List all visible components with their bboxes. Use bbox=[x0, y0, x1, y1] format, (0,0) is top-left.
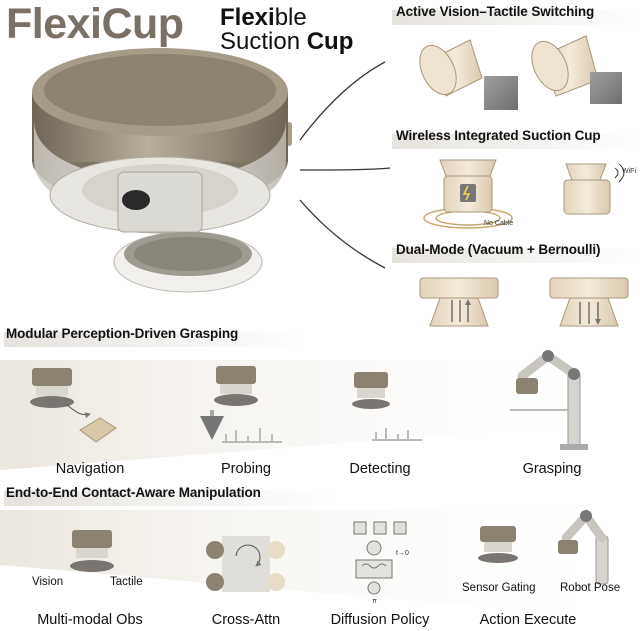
e2e-header-bar bbox=[4, 491, 334, 506]
subtitle-rest-2: Suction bbox=[220, 28, 307, 55]
grasp-robot-arm bbox=[510, 350, 588, 450]
e2e-header: End-to-End Contact-Aware Manipulation bbox=[6, 485, 261, 500]
step-probing: Probing bbox=[221, 461, 271, 477]
diffusion-policy-diagram bbox=[353, 521, 407, 595]
wireless-wifi-cup bbox=[563, 163, 625, 215]
charging-icon bbox=[460, 184, 476, 202]
subtitle-bold-2: Cup bbox=[306, 28, 354, 55]
cross-attn-diagram bbox=[206, 536, 285, 592]
fan-lines bbox=[299, 61, 391, 269]
hero-suction-cup bbox=[32, 48, 292, 293]
obs-gripper bbox=[70, 530, 114, 572]
subtitle-line-2: Suction Cup bbox=[220, 30, 353, 54]
t-label: t→0 bbox=[396, 550, 409, 557]
robot-pose-label: Robot Pose bbox=[560, 582, 621, 594]
switching-cup-right bbox=[531, 35, 622, 104]
vision-label: Vision bbox=[32, 576, 64, 588]
figure-title: FlexiCup bbox=[6, 0, 184, 48]
wifi-icon bbox=[614, 163, 625, 183]
subtitle-bold-1: Flexi bbox=[220, 4, 275, 31]
target-block-right bbox=[590, 72, 622, 104]
switching-cup-left bbox=[419, 39, 518, 110]
dual-header: Dual-Mode (Vacuum + Bernoulli) bbox=[396, 242, 601, 257]
vacuum-mode-cup bbox=[419, 277, 499, 327]
switching-header-bar bbox=[392, 10, 638, 25]
step-grasping: Grasping bbox=[522, 461, 582, 477]
detect-gripper bbox=[352, 372, 422, 441]
dual-header-bar bbox=[392, 248, 638, 263]
switching-header: Active Vision–Tactile Switching bbox=[396, 4, 595, 19]
no-cable-label: No Cable bbox=[484, 220, 514, 227]
wireless-charging-cup bbox=[423, 159, 513, 229]
sensor-gating-label: Sensor Gating bbox=[462, 582, 536, 594]
wireless-header-bar bbox=[392, 134, 638, 149]
target-object bbox=[79, 417, 117, 443]
modular-band bbox=[0, 360, 640, 470]
bernoulli-mode-cup bbox=[549, 277, 629, 326]
step-action-execute: Action Execute bbox=[479, 612, 577, 628]
action-gripper bbox=[478, 526, 518, 563]
step-diffusion-policy: Diffusion Policy bbox=[330, 612, 430, 628]
tactile-label: Tactile bbox=[110, 576, 143, 588]
probe-gripper bbox=[200, 366, 282, 443]
wifi-label: WiFi bbox=[622, 168, 636, 175]
modular-header-bar bbox=[4, 332, 304, 347]
step-detecting: Detecting bbox=[349, 461, 411, 477]
camera-lens bbox=[122, 190, 150, 210]
pi-label: π bbox=[372, 598, 377, 605]
subtitle-line-1: Flexible bbox=[220, 6, 307, 30]
target-block-left bbox=[484, 76, 518, 110]
step-cross-attn: Cross-Attn bbox=[211, 612, 281, 628]
step-navigation: Navigation bbox=[55, 461, 125, 477]
nav-gripper bbox=[30, 368, 117, 443]
modular-header: Modular Perception-Driven Grasping bbox=[6, 326, 239, 341]
subtitle-rest-1: ble bbox=[274, 4, 307, 31]
step-multimodal-obs: Multi-modal Obs bbox=[37, 612, 143, 628]
action-robot-arm bbox=[558, 508, 609, 585]
wireless-header: Wireless Integrated Suction Cup bbox=[396, 128, 601, 143]
